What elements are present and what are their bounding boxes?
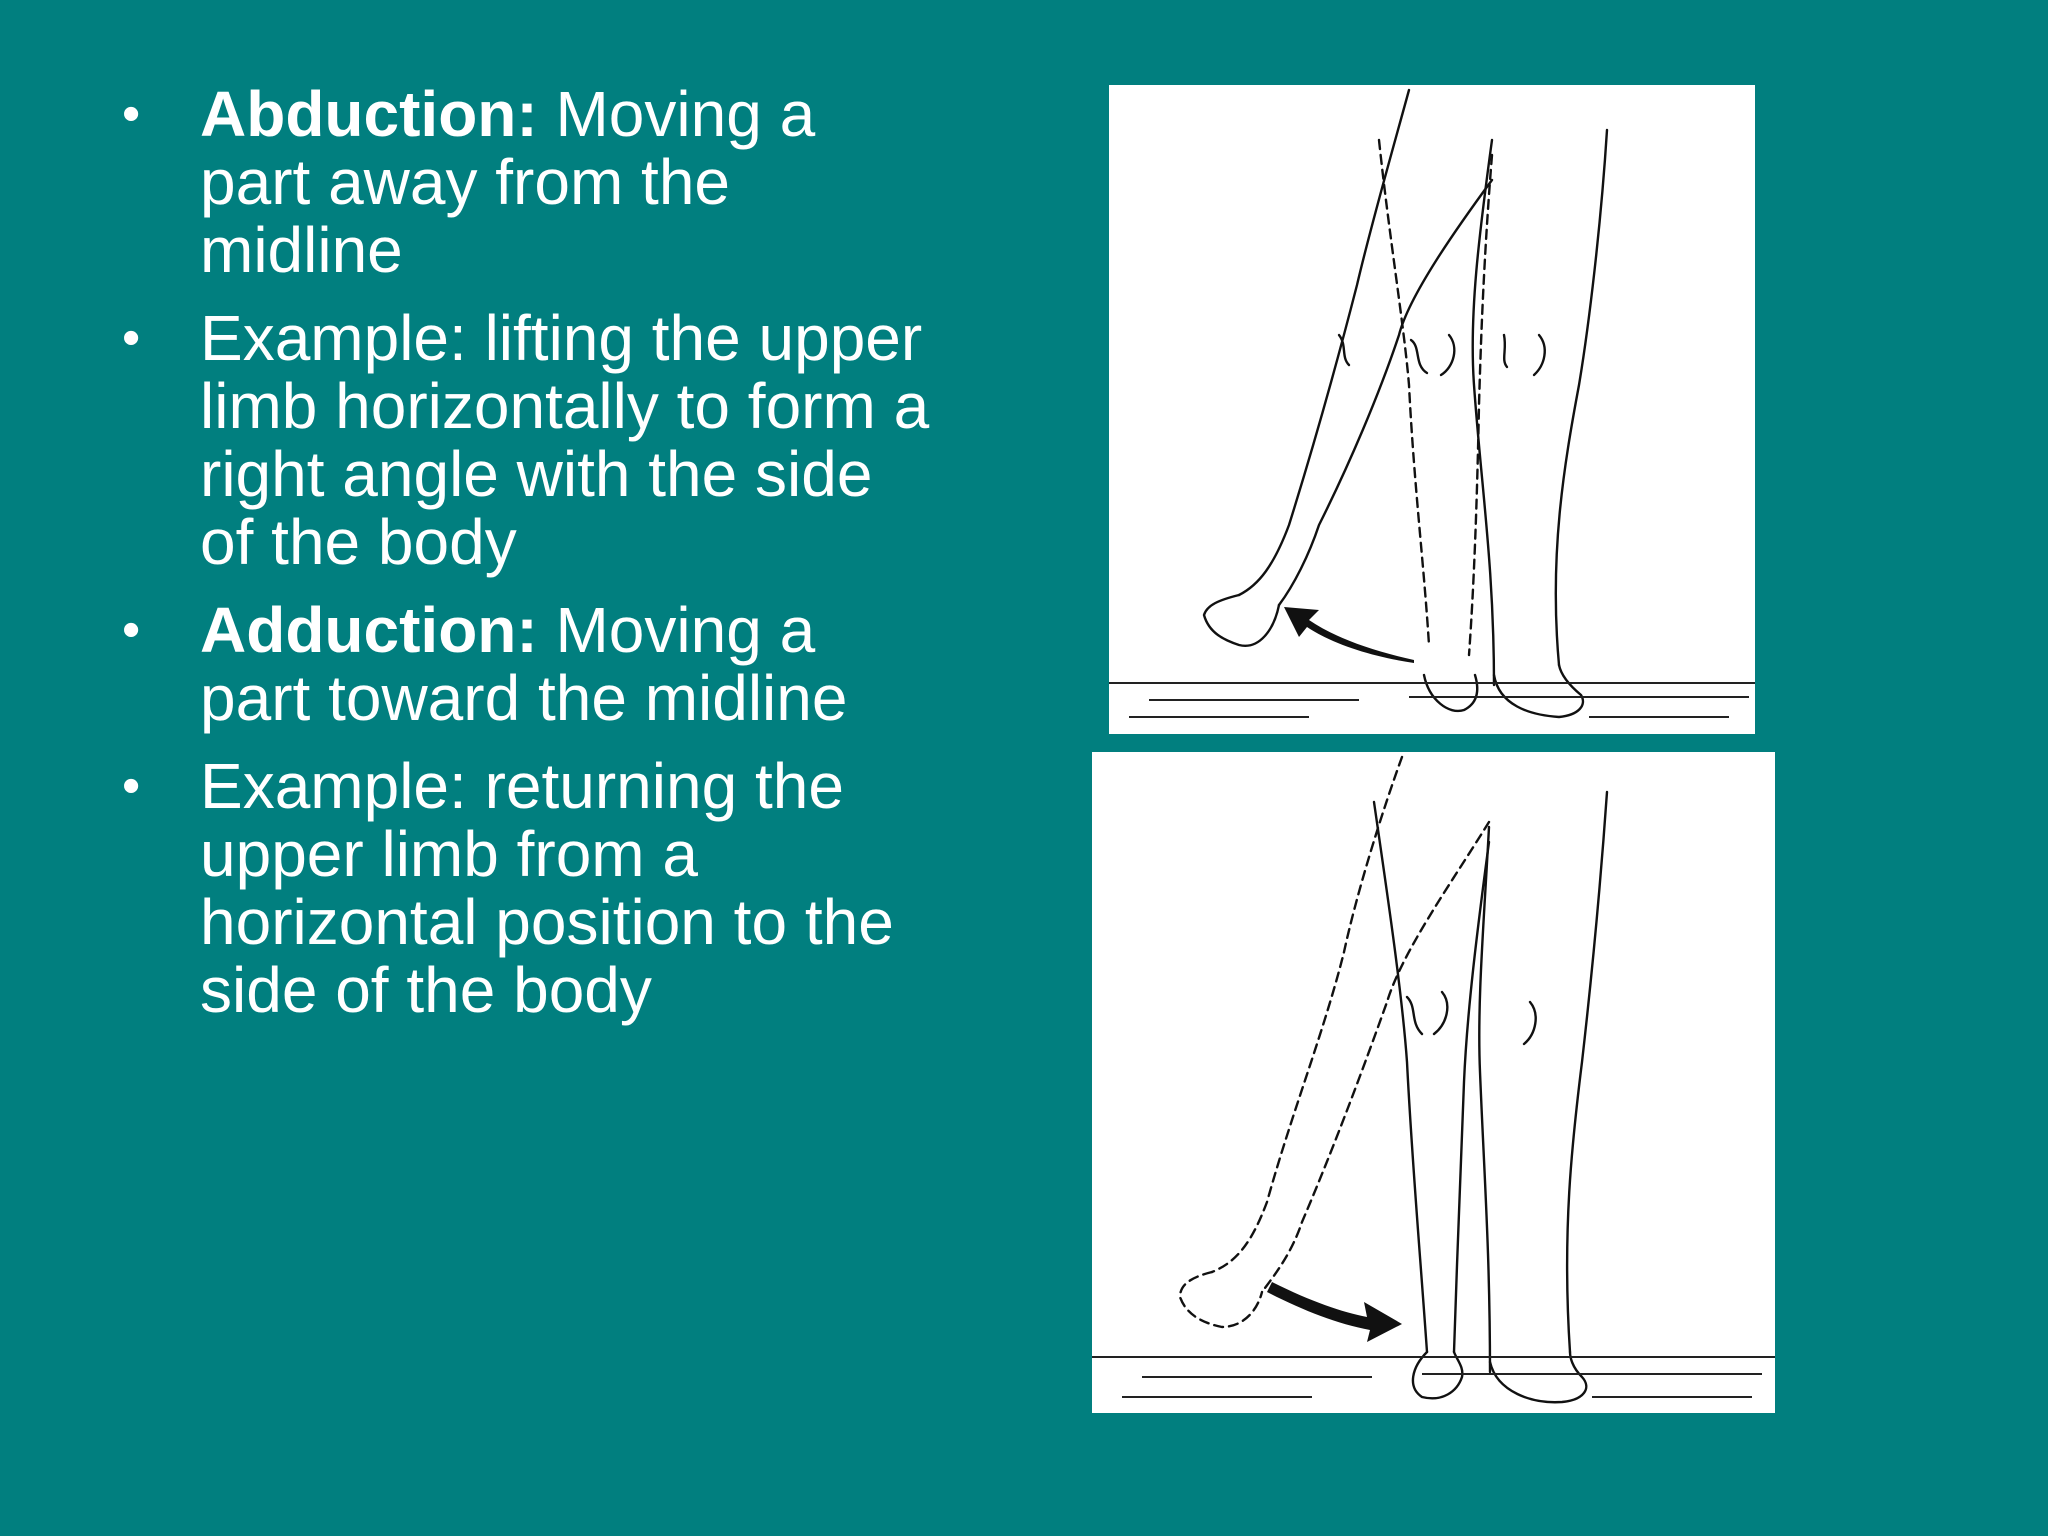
abducted-leg-inner-line [1277, 178, 1494, 607]
abduction-legs-drawing [1109, 88, 1755, 719]
standing-leg-outer-line [1565, 790, 1609, 1354]
bullet-list: • Abduction: Moving a part away from the… [110, 80, 940, 1044]
adducted-leg-inner-line [1452, 840, 1491, 1354]
adducted-foot [1411, 1350, 1464, 1400]
adducted-leg-outer-line [1372, 800, 1429, 1354]
adduction-legs-drawing [1092, 755, 1775, 1404]
bullet-term: Abduction: [200, 78, 538, 150]
bullet-dot: • [122, 757, 141, 815]
arrow-away-icon [1284, 607, 1414, 663]
bullet-dot: • [122, 85, 141, 143]
abducted-foot [1202, 593, 1281, 647]
standing-leg-inner-line [1471, 138, 1496, 687]
dashed-abducted-foot [1178, 1270, 1264, 1329]
arrow-toward-icon [1267, 1282, 1402, 1342]
dashed-leg-line-1 [1377, 138, 1431, 647]
bullet-dot: • [122, 601, 141, 659]
bullet-abduction: • Abduction: Moving a part away from the… [110, 80, 940, 284]
bullet-text: Moving a part away from the midline [200, 78, 816, 286]
standing-foot [1492, 663, 1585, 719]
bullet-adduction-example: • Example: returning the upper limb from… [110, 752, 940, 1024]
dashed-abducted-leg-outer [1210, 755, 1404, 1274]
standing-leg-inner-line [1478, 825, 1492, 1374]
abduction-illustration [1109, 85, 1755, 734]
adduction-illustration [1092, 752, 1775, 1413]
bullet-adduction: • Adduction: Moving a part toward the mi… [110, 596, 940, 732]
standing-foot [1488, 1350, 1588, 1404]
bullet-text: Moving a part toward the midline [200, 594, 848, 734]
bullet-dot: • [122, 309, 141, 367]
bullet-text: Example: lifting the upper limb horizont… [200, 302, 930, 578]
standing-leg-outer-line [1554, 128, 1609, 667]
abducted-leg-outer-line [1237, 88, 1411, 597]
bullet-text: Example: returning the upper limb from a… [200, 750, 894, 1026]
dashed-abducted-leg-inner [1260, 820, 1491, 1294]
bullet-term: Adduction: [200, 594, 538, 666]
bullet-abduction-example: • Example: lifting the upper limb horizo… [110, 304, 940, 576]
